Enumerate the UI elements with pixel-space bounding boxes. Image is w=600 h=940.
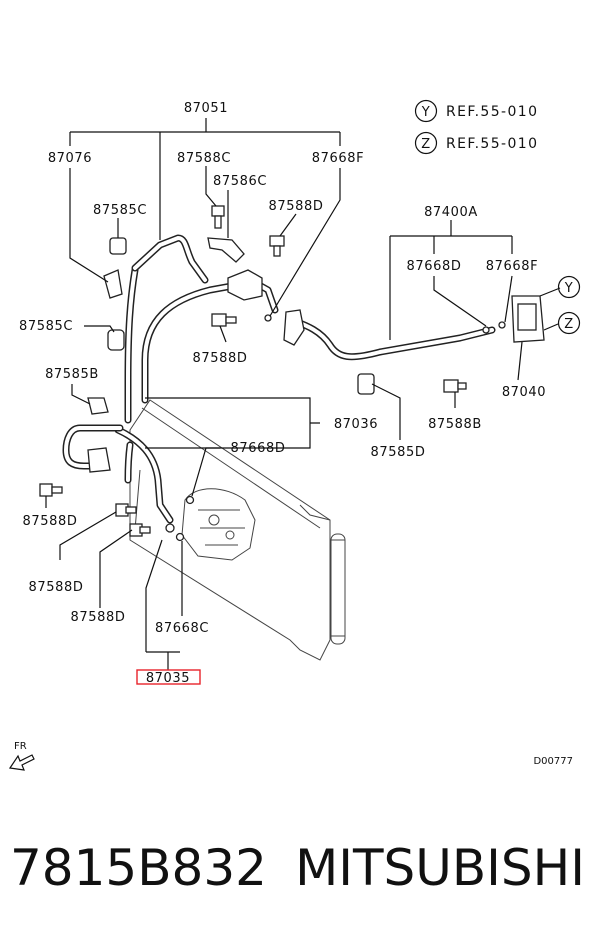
hoses: [62, 234, 496, 524]
oring-87668f-right: [498, 321, 506, 329]
clamp-87585d: [357, 373, 375, 395]
ref-y-circle: [414, 99, 438, 123]
bolt-87588d-lower1: [39, 483, 53, 497]
label-87588d-lower3: 87588D: [71, 610, 126, 625]
footer-part-number: 7815B832: [10, 839, 267, 897]
yz-callouts: Y Z: [557, 275, 581, 335]
receiver-drier: [330, 533, 346, 645]
label-87585b: 87585B: [45, 367, 99, 382]
label-87668f-top: 87668F: [312, 151, 364, 166]
ref-y-letter: Y: [421, 105, 431, 120]
oring-87668d-mid: [185, 495, 195, 505]
label-87668c: 87668C: [155, 621, 209, 636]
callout-y-letter: Y: [564, 281, 574, 296]
ref-z-text: REF.55-010: [446, 136, 538, 152]
label-87051: 87051: [184, 101, 228, 116]
label-87036: 87036: [334, 417, 378, 432]
callout-y-circle: [557, 275, 581, 299]
label-87588b: 87588B: [428, 417, 482, 432]
label-87588d-top: 87588D: [269, 199, 324, 214]
label-87400a: 87400A: [424, 205, 478, 220]
label-87035: 87035: [146, 671, 190, 686]
label-87585c-left: 87585C: [19, 319, 73, 334]
label-87588d-lower1: 87588D: [23, 514, 78, 529]
ref-z-letter: Z: [421, 137, 431, 152]
label-87585c-top: 87585C: [93, 203, 147, 218]
label-87076: 87076: [48, 151, 92, 166]
clamp-upper: [227, 269, 263, 301]
bracket-left: [87, 447, 111, 473]
bolt-87588d-mid: [211, 313, 227, 327]
front-arrow-icon: [8, 754, 35, 771]
diagram-code: D00777: [533, 756, 573, 767]
oring-87668f-top: [264, 314, 272, 322]
label-87668d-mid: 87668D: [231, 441, 286, 456]
bolt-87588c: [211, 205, 225, 217]
clamp-87585c-top: [109, 237, 127, 255]
label-87040: 87040: [502, 385, 546, 400]
front-marker-text: FR: [14, 741, 27, 752]
fitting-87076: [103, 269, 123, 299]
fittings: [39, 205, 545, 542]
label-87588c: 87588C: [177, 151, 231, 166]
highlight-box-87035: [136, 669, 201, 685]
part-labels: 87051 87076 87588C 87668F 87586C 87585C …: [19, 101, 546, 686]
bolt-87588d-top: [269, 235, 285, 247]
ref-y-text: REF.55-010: [446, 104, 538, 120]
clamp-87585b: [87, 397, 109, 415]
oring-87668d-right: [482, 326, 490, 334]
footer-brand: MITSUBISHI: [295, 839, 585, 897]
front-marker: FR: [8, 741, 35, 771]
label-87588d-lower2: 87588D: [29, 580, 84, 595]
callout-z-letter: Z: [564, 317, 574, 332]
label-87585d: 87585D: [371, 445, 426, 460]
clamp-87585c-left: [107, 329, 125, 351]
label-87668d-right: 87668D: [407, 259, 462, 274]
bolt-87588b: [443, 379, 459, 393]
leader-lines: [45, 118, 561, 670]
label-87588d-mid: 87588D: [193, 351, 248, 366]
label-87586c: 87586C: [213, 174, 267, 189]
label-87668f-right: 87668F: [486, 259, 538, 274]
callout-z-circle: [557, 311, 581, 335]
fitting-pipe-mid: [283, 309, 305, 346]
oring-87668c: [175, 532, 185, 542]
ref-legend: Y REF.55-010 Z REF.55-010: [414, 99, 538, 155]
ref-z-circle: [414, 131, 438, 155]
clip-87586c: [207, 237, 245, 263]
